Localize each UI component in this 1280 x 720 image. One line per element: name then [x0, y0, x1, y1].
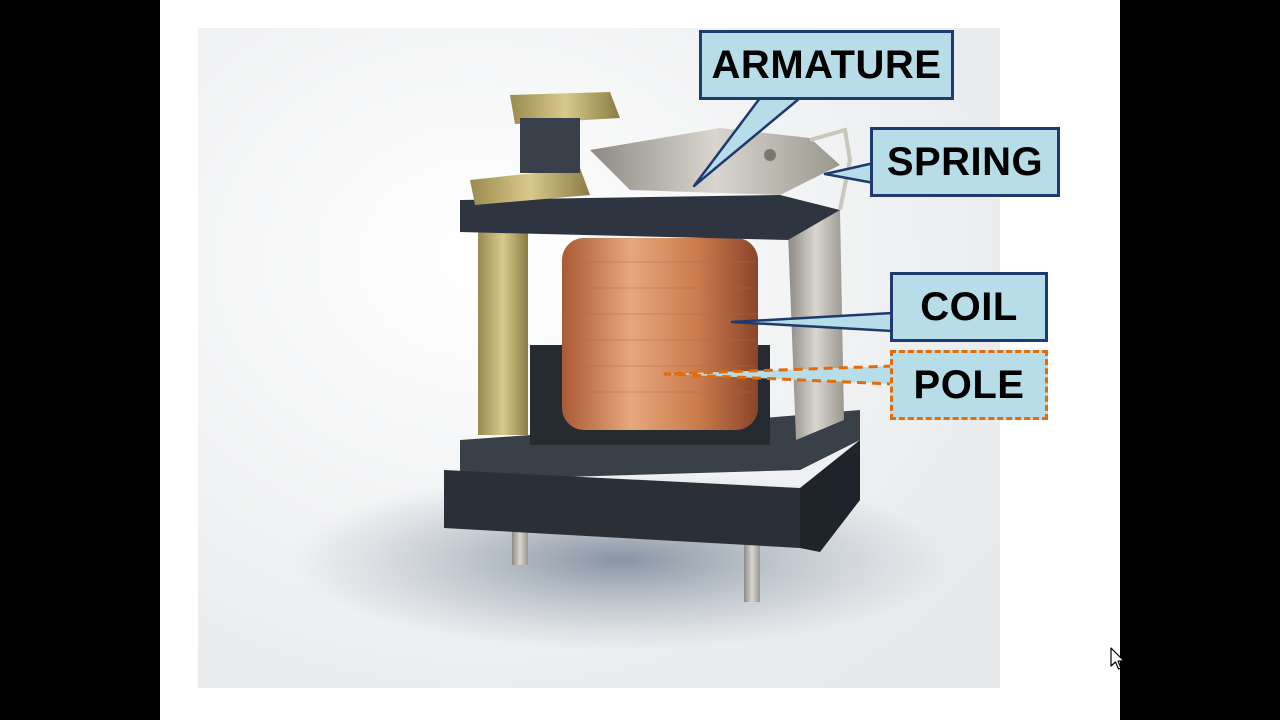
- coil-winding: [562, 238, 758, 430]
- contact-block: [520, 118, 580, 173]
- terminal-left: [478, 230, 528, 435]
- pole-label: POLE: [890, 350, 1048, 420]
- spring-label: SPRING: [870, 127, 1060, 197]
- top-plate: [460, 195, 840, 240]
- contact-lower: [470, 168, 590, 205]
- armature-rivet: [764, 149, 776, 161]
- contact-upper: [510, 92, 620, 124]
- armature-label: ARMATURE: [699, 30, 954, 100]
- spring-wire: [809, 127, 853, 211]
- pin-right: [744, 540, 760, 602]
- coil-label: COIL: [890, 272, 1048, 342]
- relay-base-front: [444, 470, 800, 548]
- relay-photo: [198, 28, 1000, 688]
- arrow-cursor-icon: [1110, 647, 1125, 670]
- relay-base-side: [800, 440, 860, 552]
- slide-canvas: ARMATURE SPRING COIL POLE: [160, 0, 1120, 720]
